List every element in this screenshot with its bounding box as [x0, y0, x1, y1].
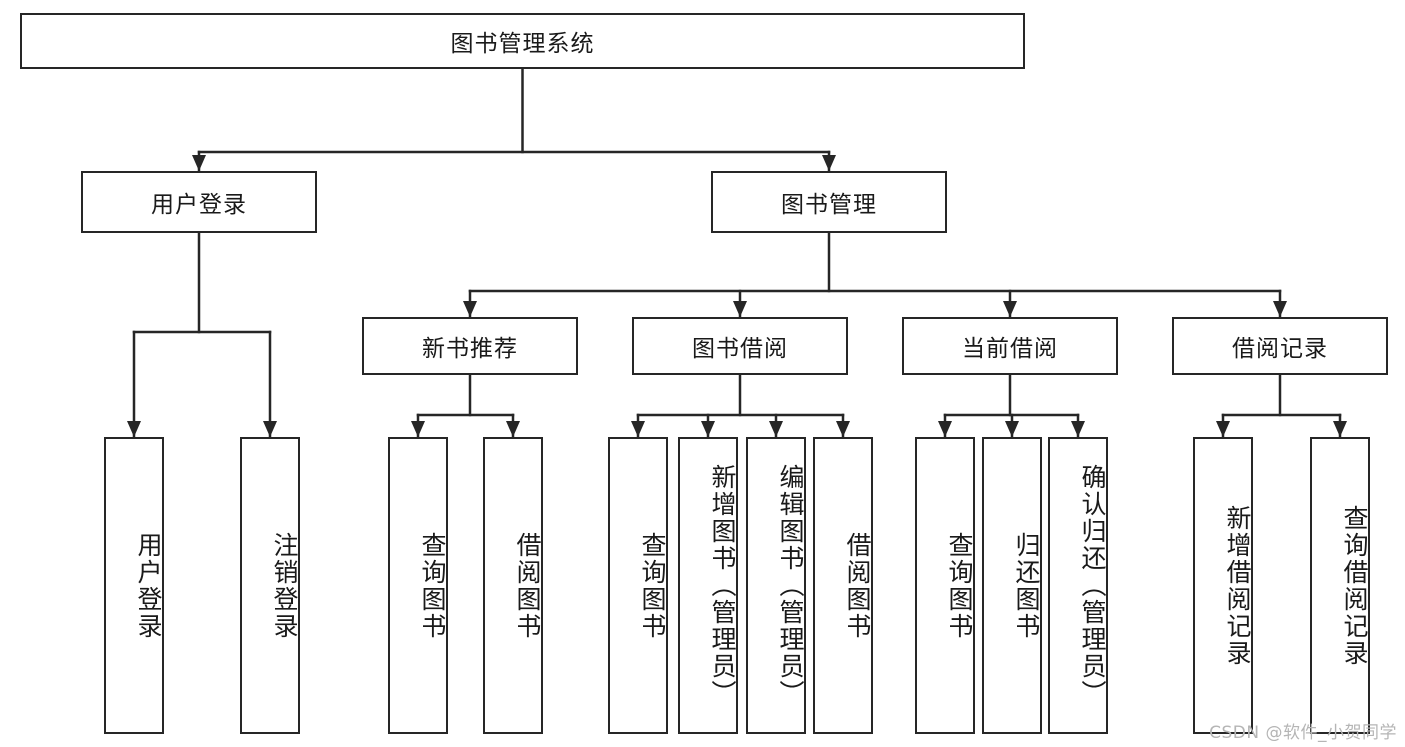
node-label: 新增借阅记录 — [1223, 504, 1252, 667]
arrowhead-records — [1273, 301, 1287, 317]
arrowhead-leaf-bor-3 — [769, 421, 783, 437]
arrowhead-leaf-bor-1 — [631, 421, 645, 437]
node-leaf-cur-1[interactable]: 查询图书 — [915, 437, 975, 734]
arrowhead-leaf-rec-2 — [1333, 421, 1347, 437]
arrowhead-leaf-cur-3 — [1071, 421, 1085, 437]
arrowhead-login — [192, 155, 206, 171]
node-label: 图书管理 — [781, 192, 877, 218]
node-label: 借阅图书 — [843, 531, 872, 640]
arrowhead-leaf-rec-1 — [1216, 421, 1230, 437]
node-records[interactable]: 借阅记录 — [1172, 317, 1388, 375]
node-label: 借阅记录 — [1232, 336, 1328, 362]
arrowhead-leaf-cur-2 — [1005, 421, 1019, 437]
node-label: 当前借阅 — [962, 336, 1058, 362]
node-leaf-login-1[interactable]: 用户登录 — [104, 437, 164, 734]
arrowhead-bookmgmt — [822, 155, 836, 171]
arrowhead-leaf-login-2 — [263, 421, 277, 437]
arrowhead-leaf-new-2 — [506, 421, 520, 437]
node-leaf-new-1[interactable]: 查询图书 — [388, 437, 448, 734]
node-label: 确认归还（管理员） — [1078, 464, 1107, 707]
node-leaf-bor-3[interactable]: 编辑图书（管理员） — [746, 437, 806, 734]
node-label: 图书管理系统 — [450, 31, 595, 57]
arrowhead-leaf-cur-1 — [938, 421, 952, 437]
node-leaf-login-2[interactable]: 注销登录 — [240, 437, 300, 734]
node-label: 新增图书（管理员） — [708, 464, 737, 707]
node-bookmgmt[interactable]: 图书管理 — [711, 171, 947, 233]
node-newbook[interactable]: 新书推荐 — [362, 317, 578, 375]
node-label: 查询图书 — [638, 531, 667, 640]
arrowhead-borrow — [733, 301, 747, 317]
node-leaf-bor-2[interactable]: 新增图书（管理员） — [678, 437, 738, 734]
node-label: 注销登录 — [270, 531, 299, 640]
node-borrow[interactable]: 图书借阅 — [632, 317, 848, 375]
node-label: 查询借阅记录 — [1340, 504, 1369, 667]
node-label: 用户登录 — [151, 192, 247, 218]
arrowhead-leaf-login-1 — [127, 421, 141, 437]
node-leaf-cur-2[interactable]: 归还图书 — [982, 437, 1042, 734]
node-leaf-bor-4[interactable]: 借阅图书 — [813, 437, 873, 734]
node-login[interactable]: 用户登录 — [81, 171, 317, 233]
node-label: 查询图书 — [418, 531, 447, 640]
arrowhead-leaf-bor-4 — [836, 421, 850, 437]
node-label: 借阅图书 — [513, 531, 542, 640]
node-label: 归还图书 — [1012, 531, 1041, 640]
arrowhead-newbook — [463, 301, 477, 317]
node-leaf-rec-1[interactable]: 新增借阅记录 — [1193, 437, 1253, 734]
arrowhead-leaf-bor-2 — [701, 421, 715, 437]
node-current[interactable]: 当前借阅 — [902, 317, 1118, 375]
node-leaf-rec-2[interactable]: 查询借阅记录 — [1310, 437, 1370, 734]
node-label: 新书推荐 — [422, 336, 518, 362]
node-label: 查询图书 — [945, 531, 974, 640]
node-root[interactable]: 图书管理系统 — [20, 13, 1025, 69]
node-label: 图书借阅 — [692, 336, 788, 362]
node-label: 编辑图书（管理员） — [776, 464, 805, 707]
node-leaf-new-2[interactable]: 借阅图书 — [483, 437, 543, 734]
arrowhead-current — [1003, 301, 1017, 317]
arrowhead-leaf-new-1 — [411, 421, 425, 437]
node-label: 用户登录 — [134, 531, 163, 640]
node-leaf-bor-1[interactable]: 查询图书 — [608, 437, 668, 734]
node-leaf-cur-3[interactable]: 确认归还（管理员） — [1048, 437, 1108, 734]
